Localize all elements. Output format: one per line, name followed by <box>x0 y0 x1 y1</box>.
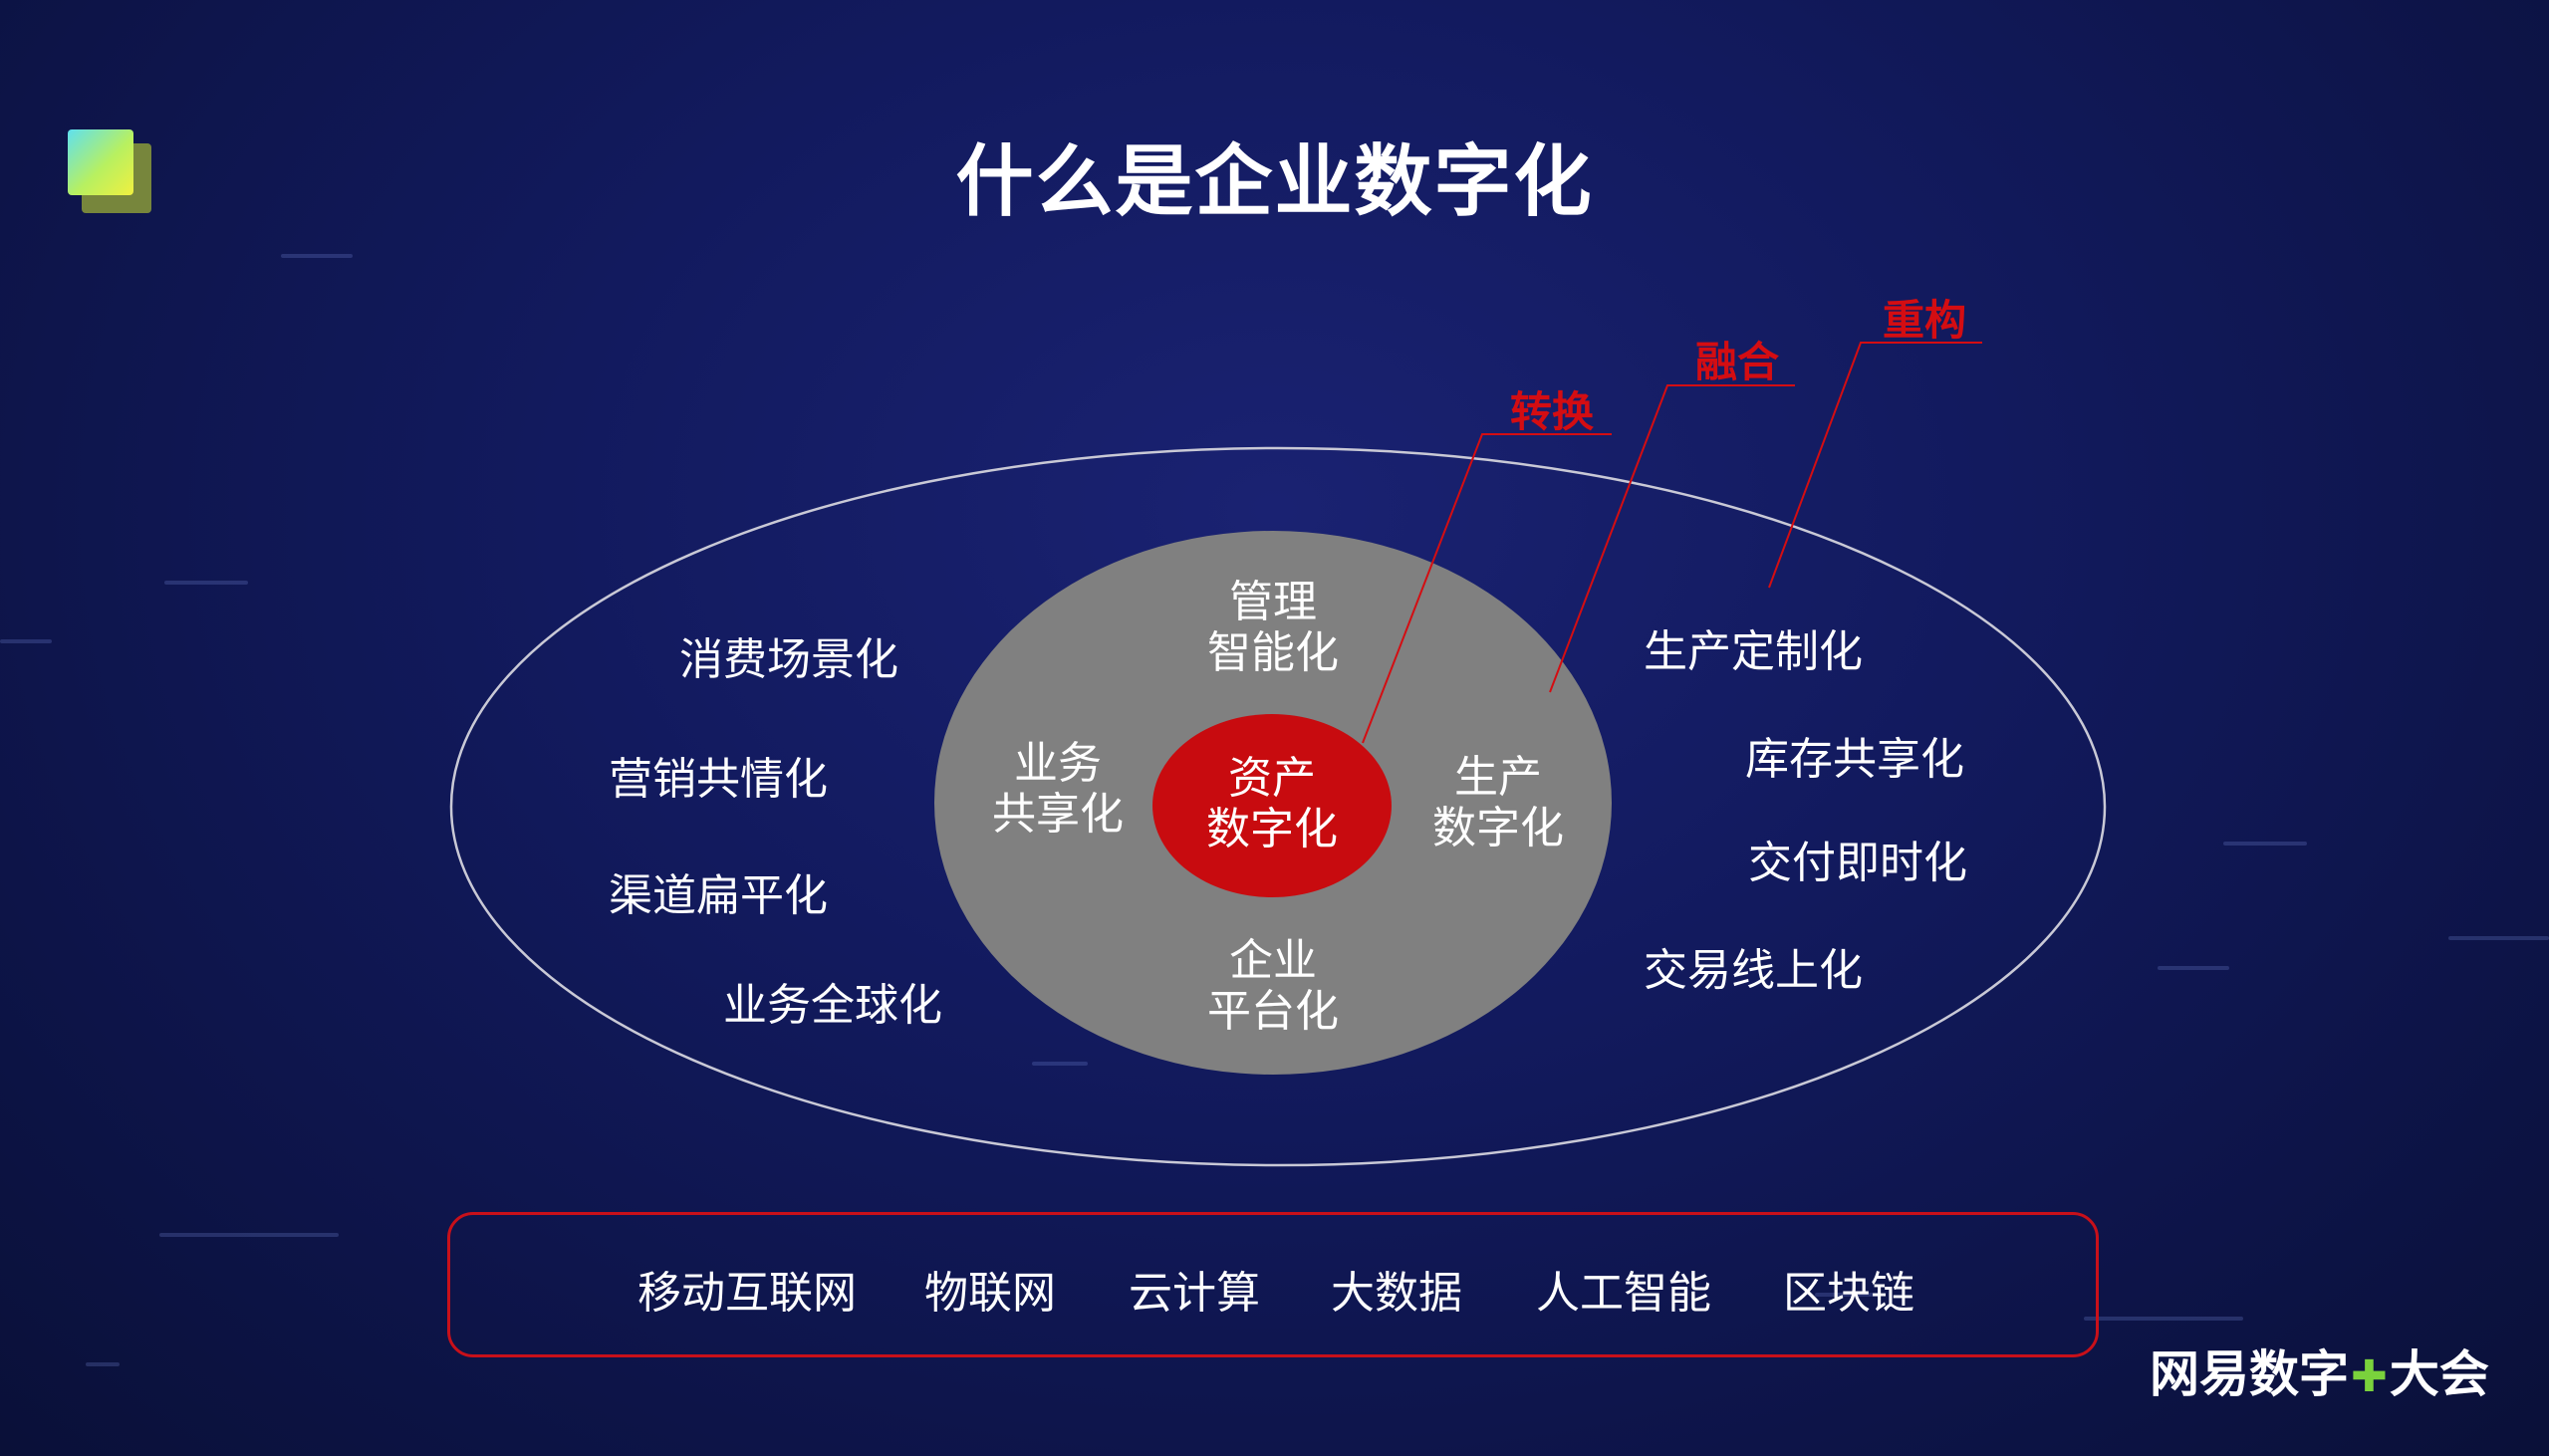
callout-label: 转换 <box>1510 387 1595 436</box>
inner-label-top: 管理 智能化 <box>1207 577 1339 678</box>
outer-right-label: 交易线上化 <box>1644 945 1863 996</box>
inner-label-line2: 共享化 <box>992 788 1124 840</box>
center-label: 资产 数字化 <box>1206 753 1338 854</box>
inner-label-line1: 企业 <box>1229 935 1317 986</box>
outer-left-label: 业务全球化 <box>723 980 942 1031</box>
technology-item: 移动互联网 <box>637 1268 857 1319</box>
callout-label: 重构 <box>1883 296 1967 345</box>
brand-logo: 网易数字✚大会 <box>2150 1335 2489 1406</box>
background-streak <box>0 639 52 643</box>
outer-left-label: 渠道扁平化 <box>609 870 828 921</box>
inner-label-line1: 生产 <box>1454 752 1542 803</box>
callout-line-zhuanhuan <box>1362 433 1612 744</box>
inner-label-line1: 业务 <box>1014 738 1102 789</box>
inner-label-left: 业务 共享化 <box>992 738 1124 840</box>
background-streak <box>159 1233 339 1237</box>
callout-line-chonggou <box>1768 342 1982 589</box>
outer-right-label: 生产定制化 <box>1644 626 1863 677</box>
background-streak <box>2158 966 2229 970</box>
outer-left-label: 消费场景化 <box>679 634 898 685</box>
technology-box <box>447 1212 2099 1357</box>
inner-label-bottom: 企业 平台化 <box>1207 935 1339 1037</box>
outer-left-label: 营销共情化 <box>609 754 828 805</box>
center-label-line1: 资产 <box>1228 753 1316 804</box>
technology-item: 区块链 <box>1783 1268 1914 1319</box>
background-streak <box>164 581 248 585</box>
background-streak <box>281 254 353 258</box>
inner-label-line1: 管理 <box>1229 577 1317 627</box>
brand-text-part2: 大会 <box>2389 1345 2489 1403</box>
center-ellipse <box>1152 714 1392 897</box>
slide-logo-icon <box>68 129 151 213</box>
technology-item: 大数据 <box>1331 1268 1462 1319</box>
callout-line-ronghe <box>1549 384 1795 693</box>
outer-ellipse <box>449 446 2107 1167</box>
outer-right-label: 库存共享化 <box>1745 734 1964 785</box>
callout-label: 融合 <box>1695 338 1780 386</box>
inner-label-line2: 智能化 <box>1207 626 1339 678</box>
slide-title: 什么是企业数字化 <box>955 137 1594 227</box>
background-streak <box>86 1362 120 1366</box>
background-streak <box>2223 842 2307 846</box>
inner-label-right: 生产 数字化 <box>1432 752 1564 853</box>
background-streak <box>2448 936 2549 940</box>
background-streak <box>2084 1317 2243 1321</box>
technology-item: 云计算 <box>1129 1268 1260 1319</box>
technology-item: 人工智能 <box>1536 1268 1711 1319</box>
inner-label-line2: 数字化 <box>1432 802 1564 853</box>
technology-item: 物联网 <box>924 1268 1056 1319</box>
plus-icon: ✚ <box>2351 1351 2388 1402</box>
center-label-line2: 数字化 <box>1206 803 1338 854</box>
background-streak <box>1032 1062 1088 1066</box>
background-streak <box>1815 1293 1879 1297</box>
brand-text-part1: 网易数字 <box>2150 1345 2349 1403</box>
inner-label-line2: 平台化 <box>1207 985 1339 1037</box>
outer-right-label: 交付即时化 <box>1748 838 1967 888</box>
